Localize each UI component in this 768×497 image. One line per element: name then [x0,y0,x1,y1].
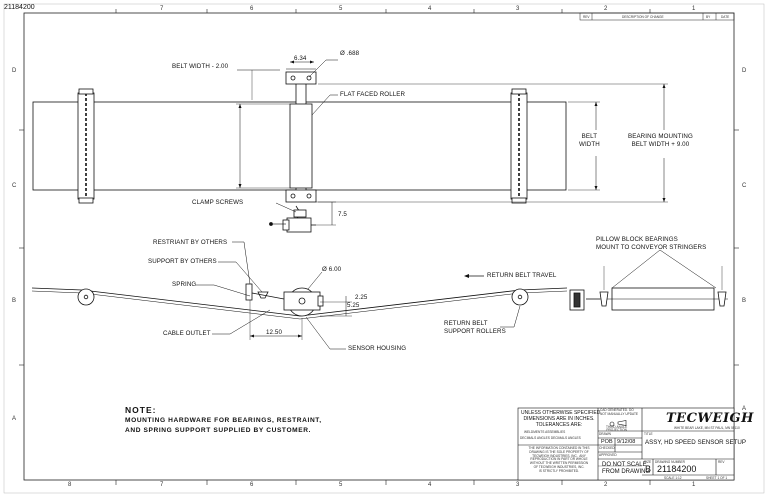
size-label: SIZE [644,460,652,464]
rev-header-rev: REV [583,15,590,19]
proprietary-note: THE INFORMATION CONTAINED IN THIS DRAWIN… [528,446,590,473]
zone-bottom-6: 6 [250,482,254,488]
zone-top-3: 3 [516,6,520,12]
dim-5-25: 5.25 [347,302,360,309]
note-heading: NOTE: [125,405,157,415]
rev-label: REV [718,460,725,464]
zone-bottom-5: 5 [339,482,343,488]
drawing-size: B [645,464,652,474]
corner-drawing-number: 21184200 [4,4,35,11]
pillow-block-right [717,291,727,307]
drawing-title: ASSY, HD SPEED SENSOR SETUP [645,439,746,446]
restraint [245,283,253,301]
dim-offset: 7.5 [338,211,347,218]
side-view [31,241,728,350]
rev-header-description: DESCRIPTION OF CHANGE [622,15,664,19]
checked-label: CHECKED [599,446,615,450]
zone-top-1: 1 [692,6,696,12]
zone-bottom-8: 8 [68,482,72,488]
bottom-bearing [285,189,317,203]
sensor-housing-label: SENSOR HOUSING [348,345,407,352]
roller-diameter-label: Ø 6.00 [322,266,342,273]
return-belt-travel-label: RETURN BELT TRAVEL [487,272,557,279]
drawn-date: 9/12/08 [617,439,636,445]
zone-left-b: B [12,298,17,304]
zone-left-c: C [12,183,17,189]
zone-right-d: D [742,68,747,74]
belt-width-dim-label: BELT WIDTH [579,133,600,148]
revision-block [579,12,735,21]
company-logo: TECWEIGH [666,411,754,426]
zone-right-c: C [742,183,747,189]
sheet-border [23,12,735,481]
dim-roller-width: 6.34 [294,55,307,62]
zone-bottom-1: 1 [692,482,696,488]
zone-bottom-4: 4 [428,482,432,488]
top-bearing [285,71,317,85]
title-block [517,407,735,481]
sheet-label: SHEET 1 OF 1 [706,476,728,480]
sensor-housing-top [286,217,312,233]
zone-top-2: 2 [604,6,608,12]
restraint-label: RESTRIANT BY OTHERS [153,239,228,246]
projection-note: THIRD ANGLE PROJECTION [606,425,628,433]
tolerance-columns: WELDMENTS ASSEMBLIES [524,430,566,434]
zone-bottom-3: 3 [516,482,520,488]
scale-label: SCALE 1:12 [664,476,682,480]
bearing-mounting-label: BEARING MOUNTING BELT WIDTH + 9.00 [628,133,693,148]
tolerance-subcolumns: DECIMALS ANGLES DECIMALS ANGLES [520,436,581,440]
pillow-block-left [599,291,609,307]
zone-bottom-2: 2 [604,482,608,488]
flat-faced-roller-label: FLAT FACED ROLLER [340,91,406,98]
support-label: SUPPORT BY OTHERS [148,258,217,265]
zone-right-a: A [742,406,747,412]
zone-ticks [19,9,739,485]
zone-left-a: A [12,416,17,422]
drawn-label: DRAWN [599,432,611,436]
belt-width-label: BELT WIDTH - 2.00 [172,63,229,70]
dim-2-25: 2.25 [355,294,368,301]
title-label: TITLE [644,432,653,436]
note-line-2: AND SPRING SUPPORT SUPPLIED BY CUSTOMER. [125,427,312,434]
zone-top-6: 6 [250,6,254,12]
drawn-by: POB [601,439,613,445]
cable-outlet-label: CABLE OUTLET [163,330,211,337]
drawing-number: 21184200 [657,464,697,474]
do-not-scale-note: DO NOT SCALE FROM DRAWING [602,462,651,475]
zone-left-d: D [12,68,17,74]
zone-right-b: B [742,298,747,304]
zone-bottom-7: 7 [160,482,164,488]
rev-header-date: DATE [721,15,730,19]
dim-bore-diameter: Ø .688 [340,50,360,57]
zone-top-7: 7 [160,6,164,12]
zone-top-5: 5 [339,6,343,12]
dim-12-50: 12.50 [266,329,282,336]
top-view [32,59,668,233]
clamp-screws-label: CLAMP SCREWS [192,199,244,206]
cad-generated-note: CAD GENERATED. DO NOT MANUALLY UPDATE [600,408,639,416]
spring-label: SPRING [172,281,197,288]
pillow-block-label: PILLOW BLOCK BEARINGS MOUNT TO CONVEYOR … [596,236,707,251]
return-support-rollers-label: RETURN BELT SUPPORT ROLLERS [444,320,506,335]
drawing-number-label: DRAWING NUMBER [655,460,685,464]
tolerance-note: UNLESS OTHERWISE SPECIFIED DIMENSIONS AR… [521,410,601,428]
company-address: WHITE BEAR LAKE, MN ST PAUL, MN 55110 [674,426,740,430]
flat-faced-roller [289,103,313,189]
zone-top-4: 4 [428,6,432,12]
approved-label: APPROVED [599,453,617,457]
rev-header-by: BY [706,15,711,19]
note-line-1: MOUNTING HARDWARE FOR BEARINGS, RESTRAIN… [125,417,322,424]
